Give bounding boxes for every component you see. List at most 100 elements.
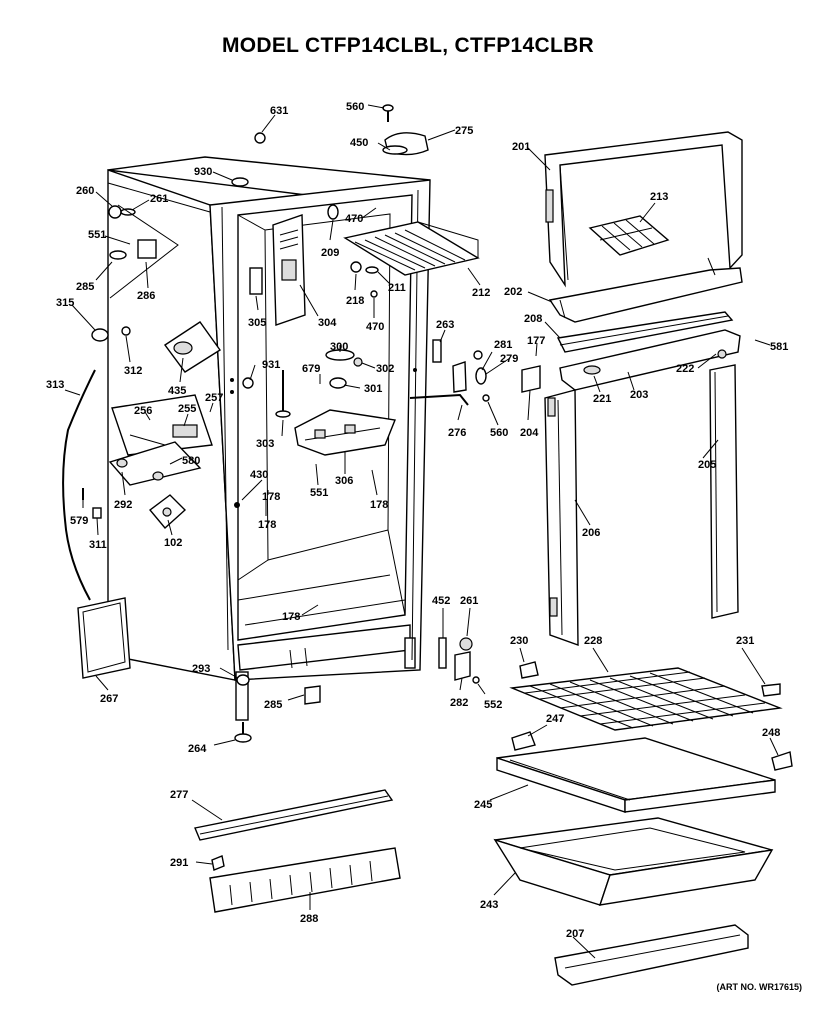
door-frame-201	[544, 131, 743, 288]
thermostat-300	[325, 349, 363, 389]
callout-label: 306	[335, 475, 353, 487]
door-bar-203	[559, 329, 741, 391]
callout-label: 293	[192, 663, 210, 675]
callout-label: 430	[250, 469, 268, 481]
callout-label: 315	[56, 297, 74, 309]
callout-label: 551	[88, 229, 106, 241]
wire-shelf-228	[509, 667, 783, 731]
callout-label: 245	[474, 799, 492, 811]
lower-hinge-parts	[438, 637, 480, 684]
callout-label: 300	[330, 341, 348, 353]
door-bin-207	[554, 924, 749, 986]
callout-label: 203	[630, 389, 648, 401]
hinge-small-parts	[231, 132, 379, 389]
callout-label: 248	[762, 727, 780, 739]
callout-label: 579	[70, 515, 88, 527]
diagram-title: MODEL CTFP14CLBL, CTFP14CLBR	[221, 34, 595, 57]
callout-label: 286	[137, 290, 155, 302]
callout-label: 930	[194, 166, 212, 178]
callout-label: 311	[89, 539, 107, 551]
callout-labels: 631 560 275 450 930 201 260 261 470 209 …	[46, 101, 788, 940]
callout-label: 450	[350, 137, 368, 149]
leader-lines	[64, 104, 779, 959]
callout-label: 631	[270, 105, 288, 117]
callout-label: 211	[388, 282, 406, 294]
callout-label: 228	[584, 635, 602, 647]
callout-label: 267	[100, 693, 118, 705]
callout-label: 243	[480, 899, 498, 911]
callout-label: 560	[346, 101, 364, 113]
door-side-206	[544, 389, 579, 646]
top-hinge	[382, 104, 429, 156]
callout-label: 291	[170, 857, 188, 869]
callout-label: 178	[262, 491, 280, 503]
callout-label: 178	[258, 519, 276, 531]
callout-label: 279	[500, 353, 518, 365]
art-number: (ART NO. WR17615)	[716, 982, 802, 992]
callout-label: 304	[318, 317, 337, 329]
callout-label: 206	[582, 527, 600, 539]
callout-label: 260	[76, 185, 94, 197]
callout-label: 221	[593, 393, 611, 405]
callout-label: 177	[527, 335, 545, 347]
callout-label: 257	[205, 392, 223, 404]
callout-label: 209	[321, 247, 339, 259]
freezer-shelf	[343, 221, 480, 276]
callout-label: 178	[282, 611, 300, 623]
callout-label: 277	[170, 789, 188, 801]
callout-label: 261	[150, 193, 168, 205]
callout-label: 256	[134, 405, 152, 417]
callout-label: 292	[114, 499, 132, 511]
callout-label: 931	[262, 359, 280, 371]
callout-label: 305	[248, 317, 266, 329]
callout-label: 275	[455, 125, 473, 137]
callout-label: 282	[450, 697, 468, 709]
door-side-205	[709, 364, 739, 619]
callout-label: 205	[698, 459, 716, 471]
callout-label: 255	[178, 403, 196, 415]
callout-label: 581	[770, 341, 788, 353]
callout-label: 231	[736, 635, 754, 647]
callout-label: 552	[484, 699, 502, 711]
callout-label: 247	[546, 713, 564, 725]
callout-label: 452	[432, 595, 450, 607]
callout-label: 208	[524, 313, 542, 325]
callout-label: 201	[512, 141, 530, 153]
callout-label: 281	[494, 339, 512, 351]
callout-label: 285	[264, 699, 282, 711]
callout-label: 313	[46, 379, 64, 391]
callout-label: 302	[376, 363, 394, 375]
callout-label: 470	[345, 213, 363, 225]
callout-label: 230	[510, 635, 528, 647]
callout-label: 218	[346, 295, 364, 307]
light-switch-303	[275, 370, 291, 418]
left-side-parts	[62, 204, 222, 679]
callout-label: 560	[490, 427, 508, 439]
crisper-drawer-243	[493, 817, 774, 906]
callout-label: 204	[520, 427, 539, 439]
ice-tray-213	[588, 215, 670, 256]
callout-label: 288	[300, 913, 318, 925]
shelf-support-306	[294, 409, 396, 456]
callout-label: 276	[448, 427, 466, 439]
callout-label: 178	[370, 499, 388, 511]
callout-label: 312	[124, 365, 142, 377]
callout-label: 202	[504, 286, 522, 298]
callout-label: 222	[676, 363, 694, 375]
glass-shelf-245	[496, 737, 776, 813]
callout-label: 303	[256, 438, 274, 450]
callout-label: 285	[76, 281, 94, 293]
callout-label: 264	[188, 743, 207, 755]
callout-label: 551	[310, 487, 328, 499]
callout-label: 261	[460, 595, 478, 607]
door-bar-202	[548, 257, 743, 323]
door-hinge-parts	[409, 339, 541, 406]
control-housing	[249, 214, 306, 326]
door-rail-208	[556, 311, 734, 353]
callout-label: 263	[436, 319, 454, 331]
callout-label: 470	[366, 321, 384, 333]
callout-label: 301	[364, 383, 382, 395]
shelf-brackets	[511, 661, 793, 771]
callout-label: 435	[168, 385, 186, 397]
